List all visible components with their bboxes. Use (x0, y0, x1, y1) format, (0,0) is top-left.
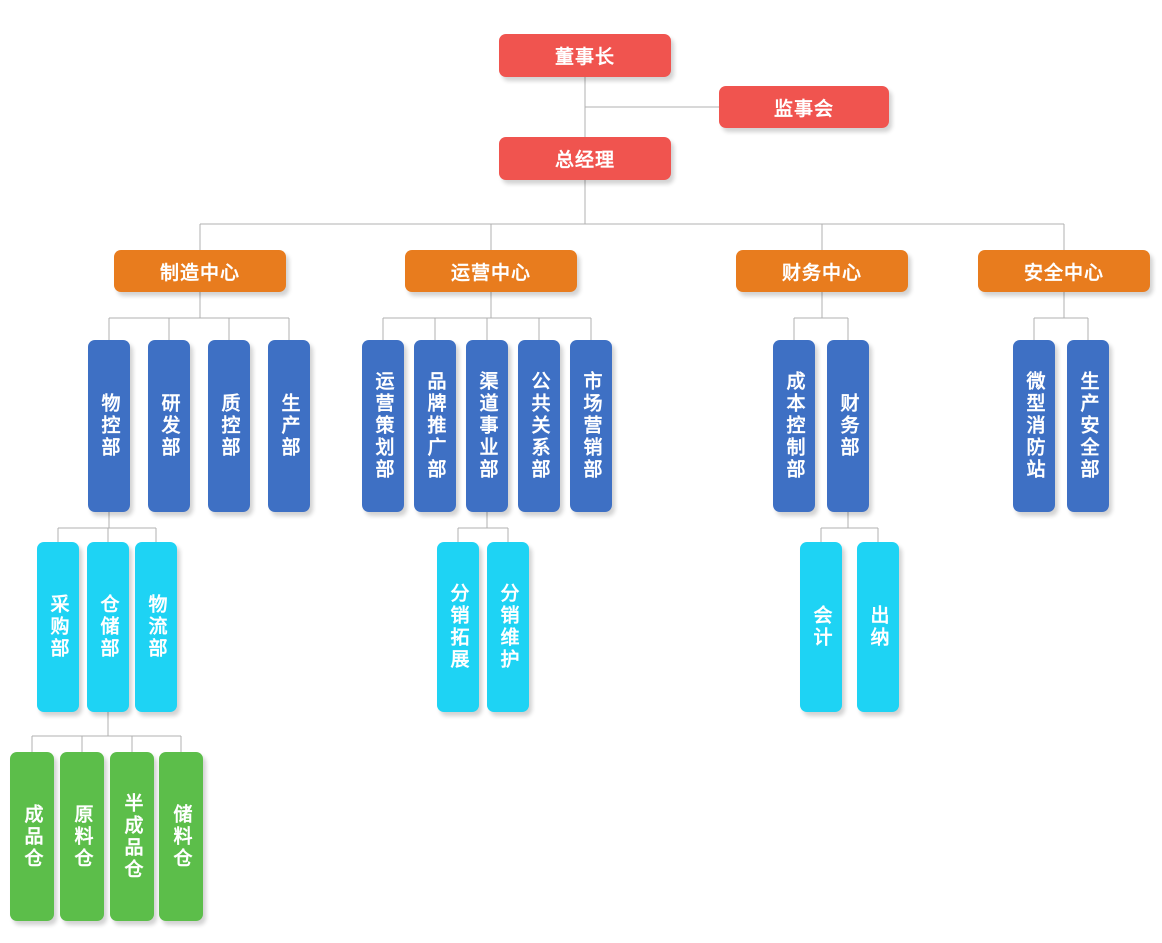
org-node-label: 分销维护 (497, 583, 520, 671)
org-node-label: 财务部 (837, 393, 860, 459)
org-node-general-manager[interactable]: 总经理 (499, 137, 671, 180)
org-node-label: 仓储部 (97, 594, 120, 660)
org-node-label: 监事会 (773, 97, 834, 120)
org-node-label: 生产安全部 (1077, 371, 1100, 481)
org-node-label: 出纳 (867, 605, 890, 649)
org-node-warehousing[interactable]: 仓储部 (87, 542, 129, 712)
org-node-label: 采购部 (47, 594, 70, 660)
connector-materials-control (57, 512, 157, 542)
org-node-cost-control[interactable]: 成本控制部 (773, 340, 815, 512)
connector-warehousing (31, 712, 182, 752)
connector-gm-centers (199, 223, 1065, 250)
org-node-operations-center[interactable]: 运营中心 (405, 250, 577, 292)
org-node-label: 运营中心 (450, 261, 531, 284)
org-node-raw-materials-warehouse[interactable]: 原料仓 (60, 752, 104, 921)
org-node-marketing[interactable]: 市场营销部 (570, 340, 612, 512)
org-node-label: 安全中心 (1023, 261, 1104, 284)
connector-safety (1033, 292, 1089, 340)
connector-operations (382, 292, 592, 340)
org-node-public-relations[interactable]: 公共关系部 (518, 340, 560, 512)
org-node-label: 总经理 (554, 149, 615, 171)
org-node-label: 原料仓 (71, 803, 94, 870)
org-node-channel-business[interactable]: 渠道事业部 (466, 340, 508, 512)
org-node-logistics[interactable]: 物流部 (135, 542, 177, 712)
org-node-label: 会计 (810, 605, 833, 649)
connector-channel-business (457, 512, 509, 542)
org-node-semi-finished-warehouse[interactable]: 半成品仓 (110, 752, 154, 921)
org-node-label: 微型消防站 (1023, 371, 1046, 481)
org-node-label: 储料仓 (170, 803, 193, 870)
org-node-chairman[interactable]: 董事长 (499, 34, 671, 77)
org-node-label: 研发部 (158, 393, 181, 459)
org-node-procurement[interactable]: 采购部 (37, 542, 79, 712)
org-node-production[interactable]: 生产部 (268, 340, 310, 512)
connector-manufacturing (108, 292, 290, 340)
org-node-cashier[interactable]: 出纳 (857, 542, 899, 712)
org-node-operations-planning[interactable]: 运营策划部 (362, 340, 404, 512)
org-node-label: 公共关系部 (528, 371, 551, 481)
org-node-distribution-expansion[interactable]: 分销拓展 (437, 542, 479, 712)
org-node-label: 市场营销部 (580, 371, 603, 481)
connector-chairman-gm (584, 77, 719, 224)
org-node-label: 分销拓展 (447, 583, 470, 671)
org-node-micro-fire-station[interactable]: 微型消防站 (1013, 340, 1055, 512)
org-node-manufacturing-center[interactable]: 制造中心 (114, 250, 286, 292)
connector-finance-dept (820, 512, 879, 542)
org-node-label: 质控部 (218, 393, 241, 459)
org-node-label: 生产部 (278, 393, 301, 459)
org-node-materials-control[interactable]: 物控部 (88, 340, 130, 512)
org-node-accounting[interactable]: 会计 (800, 542, 842, 712)
org-node-label: 财务中心 (781, 261, 862, 284)
org-node-supervisory-board[interactable]: 监事会 (719, 86, 889, 128)
org-node-label: 渠道事业部 (476, 371, 499, 481)
org-node-storage-warehouse[interactable]: 储料仓 (159, 752, 203, 921)
org-node-distribution-maintenance[interactable]: 分销维护 (487, 542, 529, 712)
org-node-label: 物控部 (98, 393, 121, 459)
org-node-label: 制造中心 (159, 261, 240, 284)
org-node-label: 成本控制部 (783, 371, 806, 481)
org-node-label: 运营策划部 (372, 371, 395, 481)
org-node-finance-dept[interactable]: 财务部 (827, 340, 869, 512)
connector-finance (793, 292, 849, 340)
org-node-label: 董事长 (554, 46, 615, 68)
org-node-safety-center[interactable]: 安全中心 (978, 250, 1150, 292)
org-node-quality-control[interactable]: 质控部 (208, 340, 250, 512)
org-node-label: 成品仓 (21, 803, 44, 870)
org-node-brand-promotion[interactable]: 品牌推广部 (414, 340, 456, 512)
org-node-rnd[interactable]: 研发部 (148, 340, 190, 512)
org-node-production-safety[interactable]: 生产安全部 (1067, 340, 1109, 512)
org-node-label: 半成品仓 (121, 792, 144, 881)
org-node-finished-goods-warehouse[interactable]: 成品仓 (10, 752, 54, 921)
org-node-label: 物流部 (145, 594, 168, 660)
org-node-finance-center[interactable]: 财务中心 (736, 250, 908, 292)
org-node-label: 品牌推广部 (424, 371, 447, 481)
